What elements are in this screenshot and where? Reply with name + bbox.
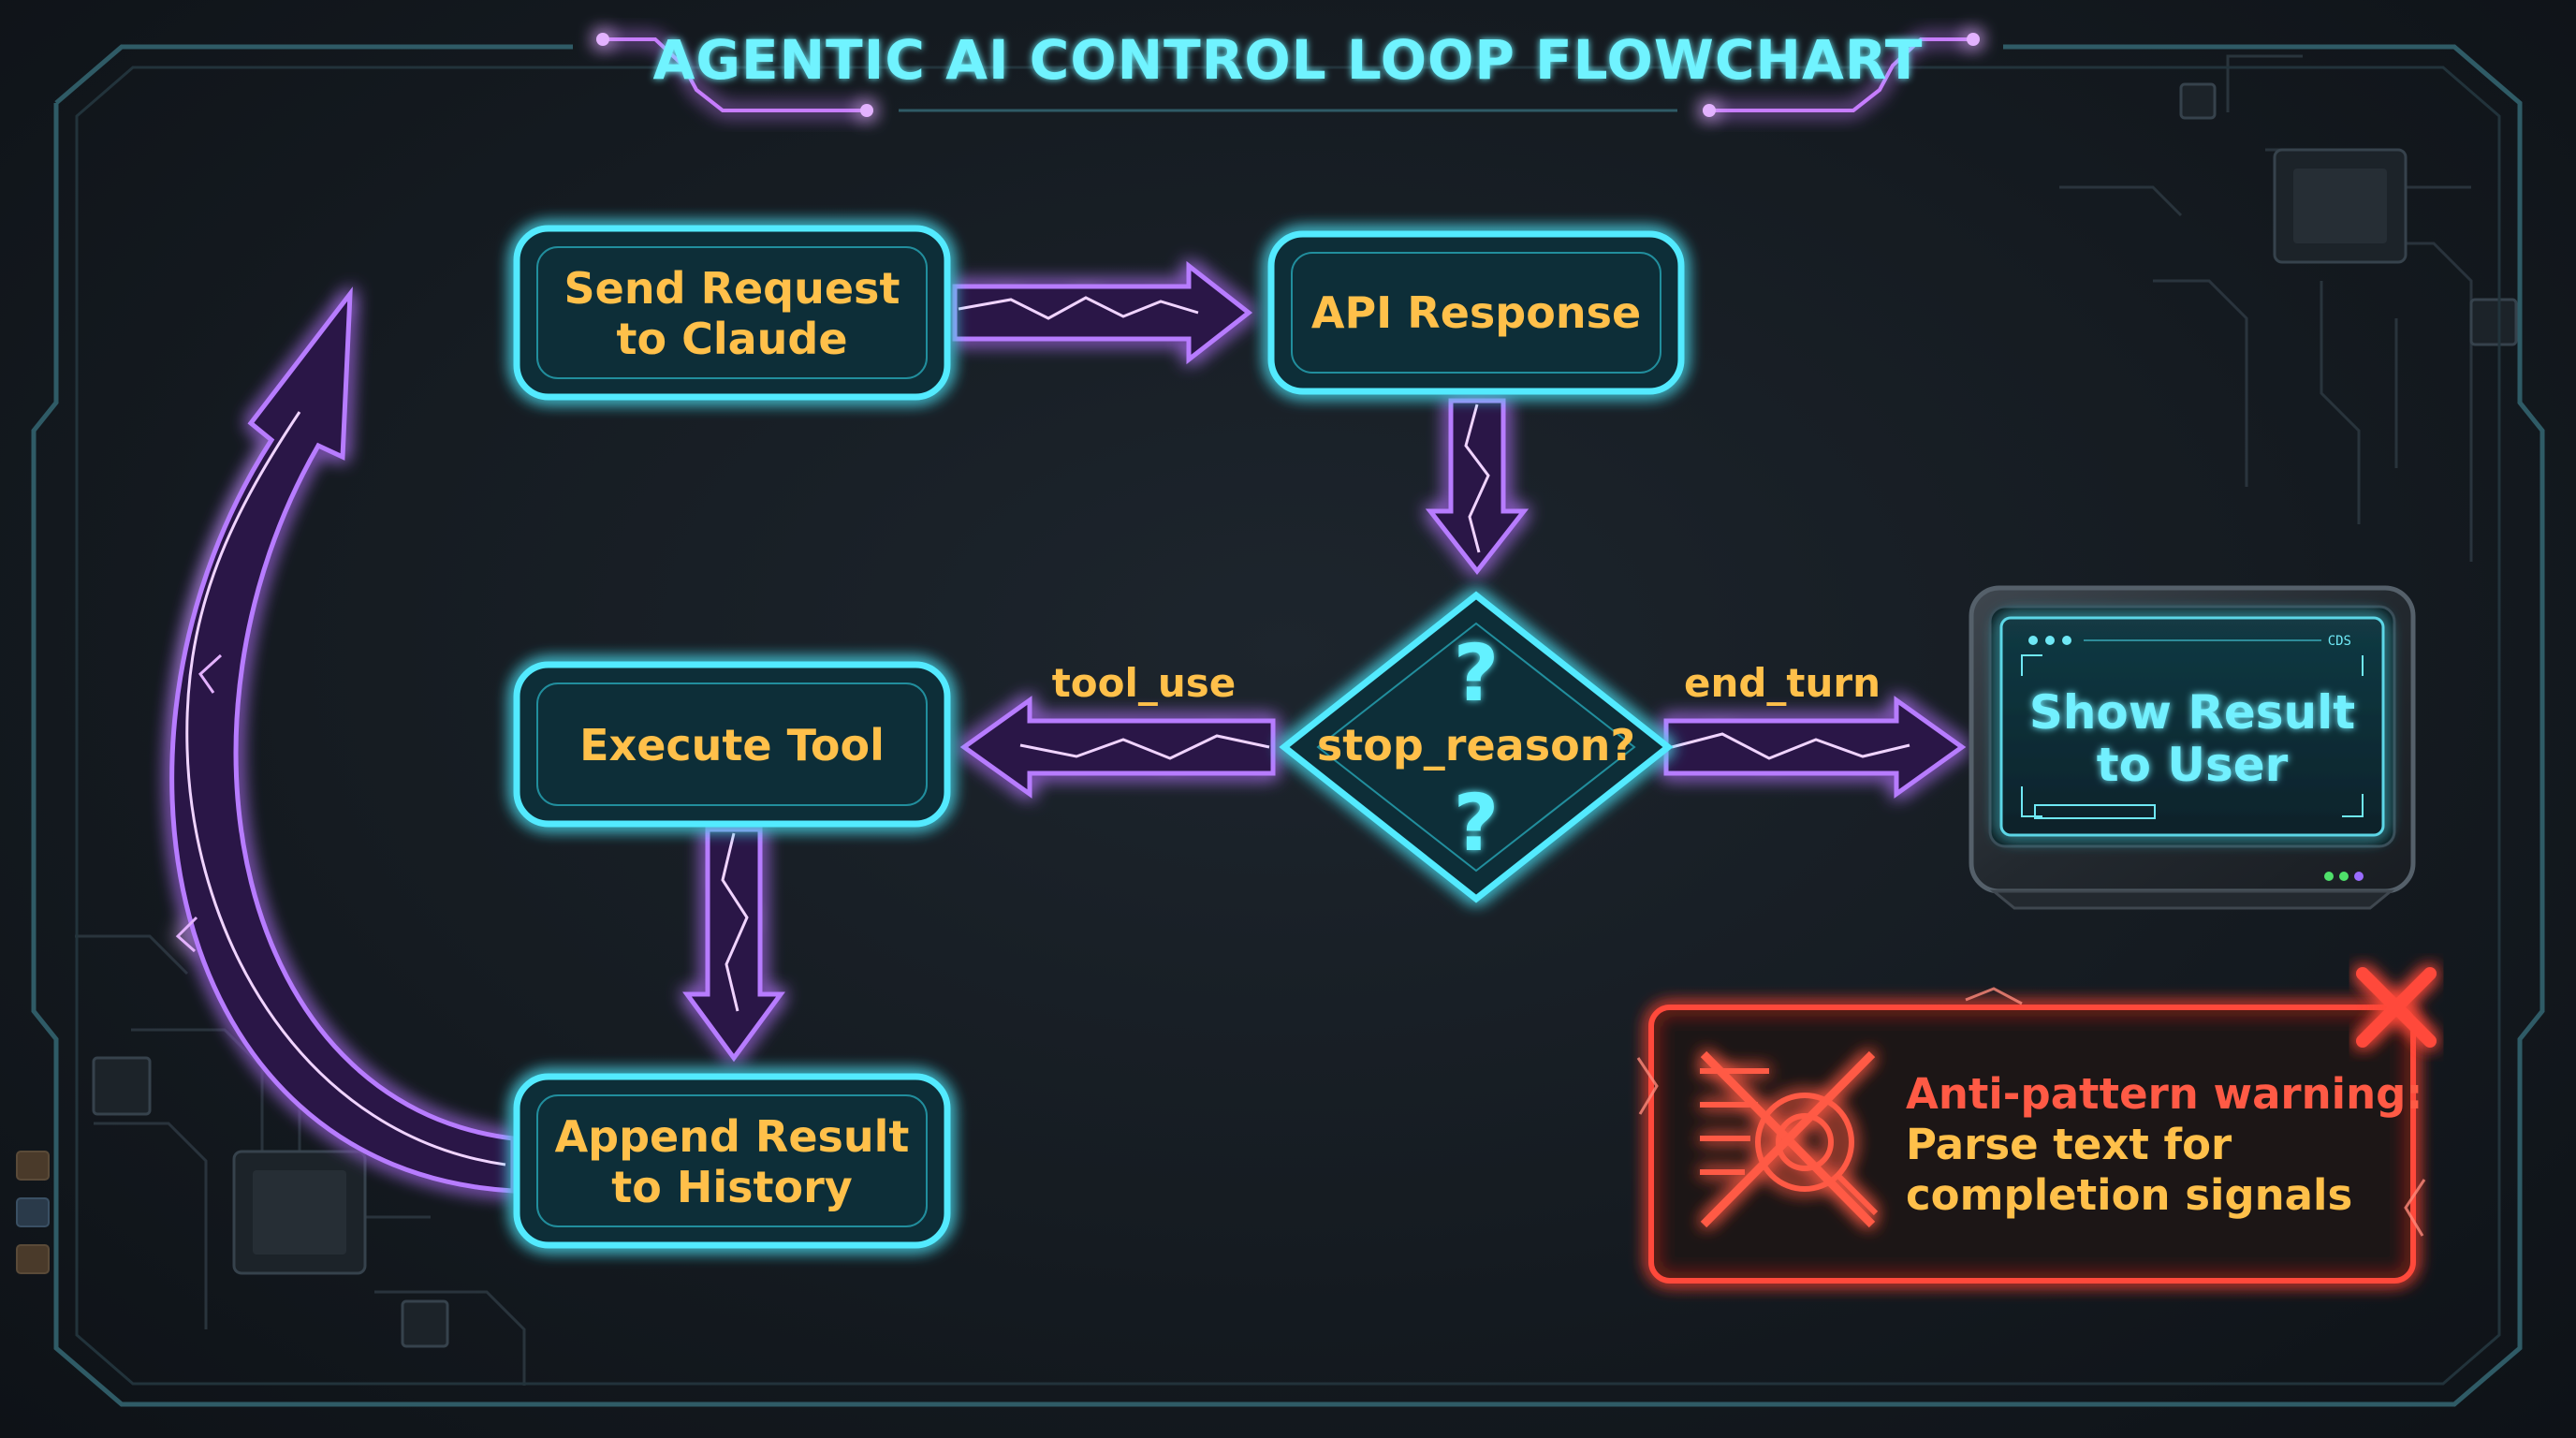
- node-send-request-line1: Send Request: [564, 263, 900, 314]
- decision-question-mark-bottom: ?: [1454, 777, 1500, 869]
- arrow-send-to-api: [952, 260, 1253, 365]
- node-stop-reason-decision: ? stop_reason? ?: [1279, 591, 1674, 903]
- title-ornaments: [599, 37, 1977, 112]
- node-append-result-line2: to History: [611, 1162, 853, 1212]
- arrow-tool-use: [959, 696, 1276, 799]
- node-api-response: API Response: [1267, 230, 1685, 395]
- warning-line3: completion signals: [1906, 1170, 2352, 1220]
- arrow-api-to-decision: [1425, 398, 1530, 576]
- edge-label-tool-use: tool_use: [1052, 660, 1237, 706]
- crt-monitor-icon: [1969, 585, 2416, 910]
- node-send-request-line2: to Claude: [616, 314, 847, 364]
- background-chips: [16, 82, 2518, 1348]
- title-ornament-dots: [596, 33, 1980, 117]
- anti-pattern-warning-box: Anti-pattern warning: Parse text for com…: [1636, 967, 2437, 1284]
- node-append-result-line1: Append Result: [555, 1111, 910, 1162]
- page-title: AGENTIC AI CONTROL LOOP FLOWCHART: [653, 28, 1924, 92]
- edge-label-end-turn: end_turn: [1684, 660, 1881, 706]
- node-show-result-line2: to User: [2097, 738, 2289, 792]
- warning-title: Anti-pattern warning:: [1906, 1069, 2422, 1119]
- decision-question-mark-top: ?: [1454, 627, 1500, 719]
- crossed-out-text-scan-icon: [1700, 1050, 1879, 1228]
- monitor-screen-code: CDS: [2328, 634, 2351, 649]
- node-execute-tool: Execute Tool: [513, 661, 951, 828]
- node-send-request: Send Request to Claude: [513, 225, 951, 401]
- node-append-result: Append Result to History: [513, 1073, 951, 1249]
- warning-line2: Parse text for: [1906, 1120, 2232, 1169]
- arrow-loop-back: [169, 286, 516, 1194]
- node-show-result-line1: Show Result: [2029, 685, 2355, 740]
- node-show-result-monitor: CDS Show Result to User: [1969, 585, 2416, 910]
- close-x-icon: [2356, 967, 2437, 1048]
- node-api-response-label: API Response: [1311, 287, 1641, 338]
- node-execute-tool-label: Execute Tool: [579, 720, 885, 770]
- outer-frame: [31, 44, 2545, 1407]
- arrow-execute-to-append: [682, 827, 785, 1063]
- arrow-end-turn: [1663, 696, 1967, 799]
- decision-label: stop_reason?: [1317, 720, 1635, 770]
